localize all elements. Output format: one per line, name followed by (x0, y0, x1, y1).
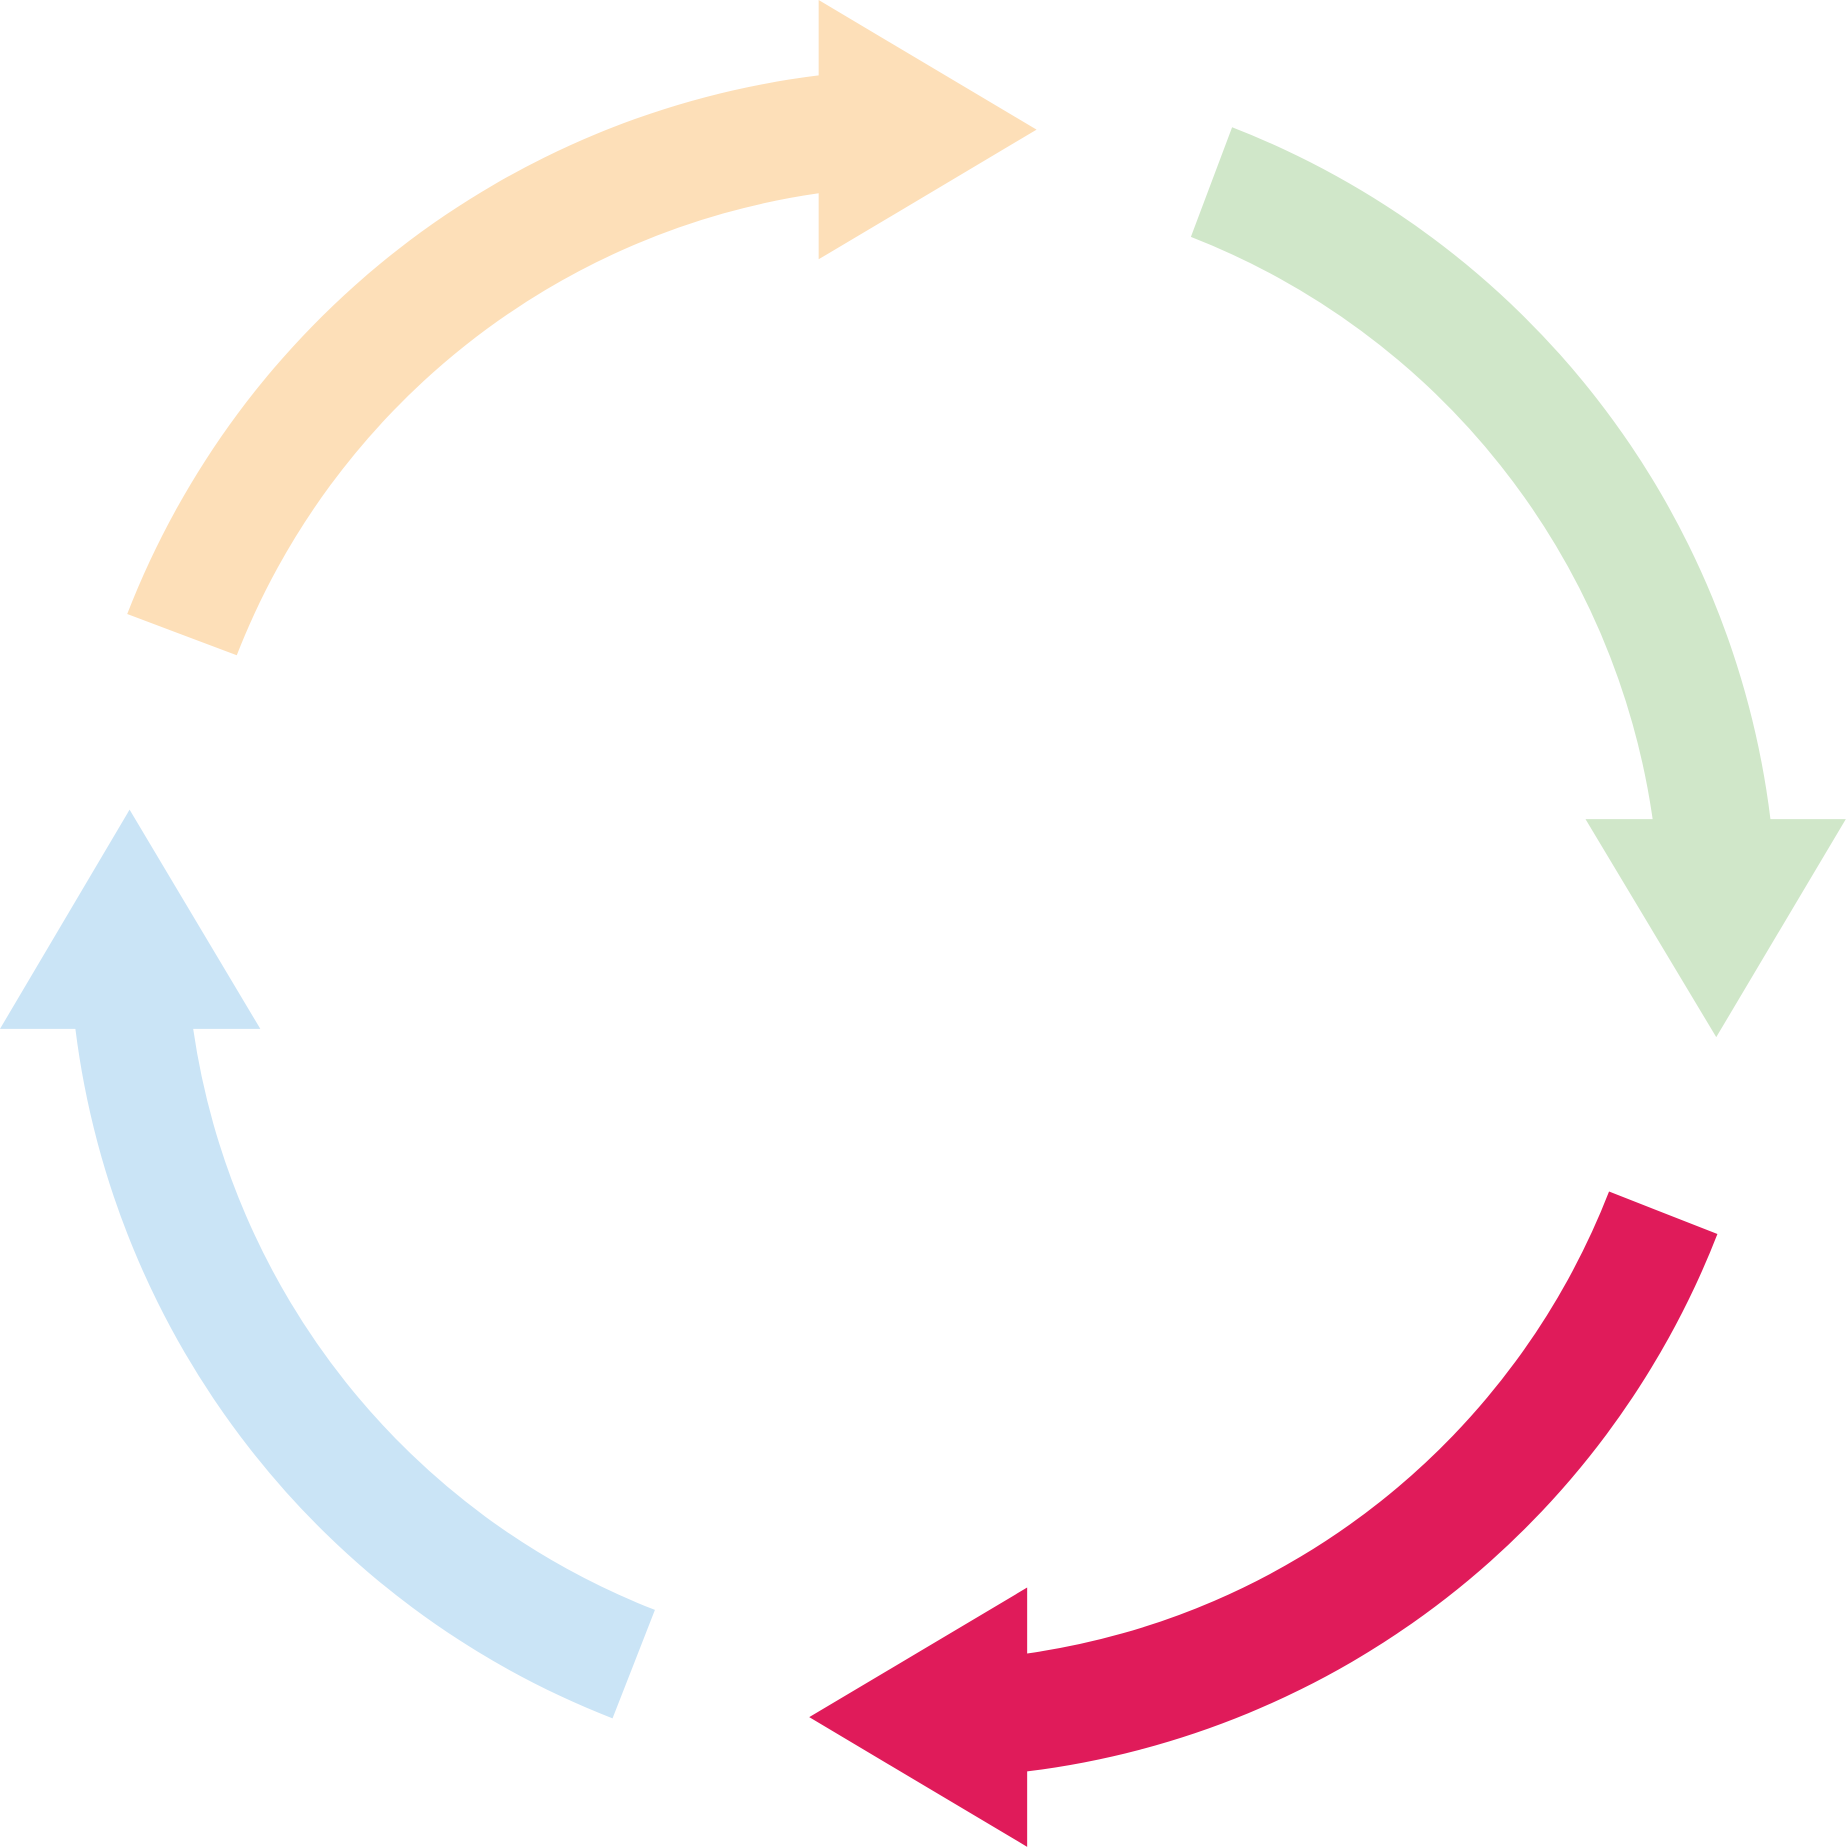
cycle-arrow-peach (127, 0, 1037, 656)
cycle-arrow-green (1190, 127, 1846, 1038)
cycle-arrow-red (809, 1191, 1718, 1847)
cycle-arrow-blue (0, 809, 655, 1719)
